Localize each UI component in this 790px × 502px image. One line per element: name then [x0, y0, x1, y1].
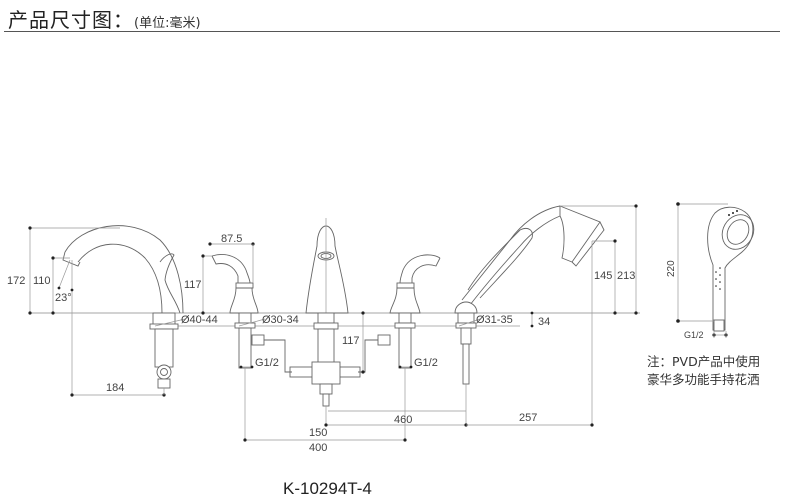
dim-handshower-total-height: 213 [617, 270, 635, 282]
dim-inlet-right: G1/2 [414, 357, 438, 369]
dim-handshower-thread: G1/2 [684, 330, 704, 340]
dim-handshower-length: 220 [666, 260, 677, 277]
dim-handshower-hole: Ø31-35 [476, 314, 513, 326]
model-number: K-10294T-4 [283, 479, 372, 498]
dim-handle-width: 87.5 [221, 233, 242, 245]
dim-deck-thickness: 34 [538, 316, 550, 328]
unit-note: (单位:毫米) [134, 16, 201, 31]
dim-handle-height: 117 [184, 279, 202, 291]
dim-centers-257: 257 [519, 412, 537, 424]
dim-centers-460: 460 [394, 414, 412, 426]
dim-valve-height: 117 [342, 335, 360, 347]
spout-side-view [62, 225, 184, 389]
dim-inlet-left: G1/2 [255, 357, 279, 369]
note-line-2: 豪华多功能手持花洒 [647, 372, 760, 387]
right-handle [389, 254, 441, 369]
pvd-note: 注：PVD产品中使用 豪华多功能手持花洒 [647, 353, 760, 389]
page-header: 产品尺寸图：(单位:毫米) [8, 4, 201, 33]
dim-spout-angle: 23° [55, 292, 72, 304]
dim-spout-reach-184: 184 [106, 382, 124, 394]
handshower-on-deck [454, 205, 605, 385]
dim-spout-hole: Ø40-44 [181, 314, 218, 326]
handshower-detail [707, 206, 755, 332]
dim-centers-150: 150 [309, 427, 327, 439]
dim-centers-400: 400 [309, 442, 327, 454]
page-title: 产品尺寸图： [8, 8, 134, 32]
note-line-1: 注：PVD产品中使用 [647, 354, 761, 369]
dim-spout-height-172: 172 [7, 275, 25, 287]
dim-outlet-height-110: 110 [33, 275, 51, 287]
dim-handle-hole: Ø30-34 [262, 314, 299, 326]
header-divider [4, 31, 780, 32]
left-handle [211, 254, 259, 369]
dim-handshower-head-height: 145 [594, 270, 612, 282]
hose-left [262, 339, 292, 373]
center-spout-front [289, 218, 361, 407]
